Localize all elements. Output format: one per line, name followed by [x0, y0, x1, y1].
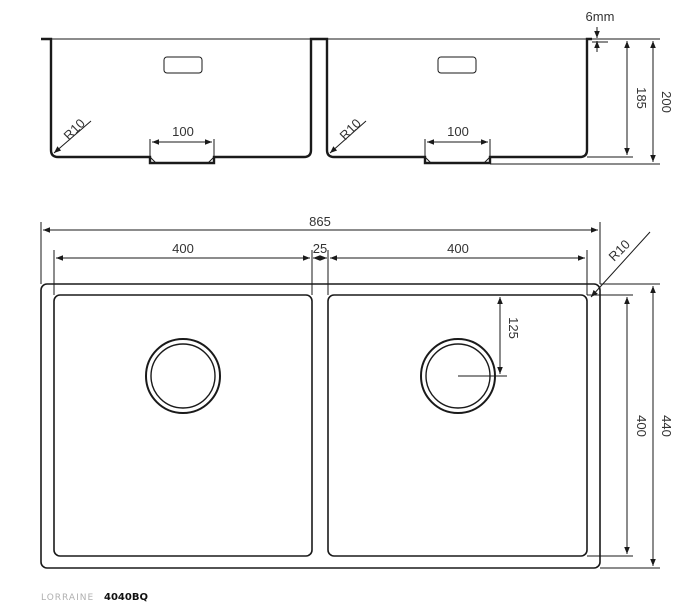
sink-profile [41, 37, 592, 165]
plan-radius-label: R10 [606, 237, 633, 264]
right-waste-label: 100 [447, 124, 469, 139]
right-bowl [327, 294, 588, 557]
left-bowl [53, 294, 313, 557]
overall-depth-label: 440 [659, 415, 674, 437]
plan-view: 865 400 25 400 R10 125 400 440 [40, 214, 674, 569]
right-radius-label: R10 [337, 116, 364, 143]
left-bowl-width-label: 400 [172, 241, 194, 256]
left-radius-label: R10 [61, 116, 88, 143]
left-drain-inner [150, 343, 216, 409]
brand-logo-text: LORRAINE [41, 593, 94, 603]
drain-offset-label: 125 [506, 317, 521, 339]
left-waste-drop [149, 156, 215, 164]
model-number: 4040BQ [104, 592, 148, 603]
left-waste-label: 100 [172, 124, 194, 139]
left-overflow-slot [163, 56, 203, 74]
plan-radius-leader [590, 231, 651, 298]
right-radius-leader [329, 120, 367, 154]
inner-depth-label: 185 [634, 87, 649, 109]
divider-width-label: 25 [313, 241, 327, 256]
wall-thickness-label: 6mm [586, 9, 615, 24]
right-waste-drop [424, 156, 491, 164]
section-view: R10 R10 100 100 6mm 185 200 [41, 9, 674, 165]
right-overflow-slot [437, 56, 477, 74]
outer-depth-label: 200 [659, 91, 674, 113]
bowl-depth-label: 400 [634, 415, 649, 437]
overall-width-label: 865 [309, 214, 331, 229]
right-bowl-width-label: 400 [447, 241, 469, 256]
left-drain-outer [145, 338, 221, 414]
left-radius-leader [53, 120, 92, 154]
sink-outer-rim [40, 283, 601, 569]
